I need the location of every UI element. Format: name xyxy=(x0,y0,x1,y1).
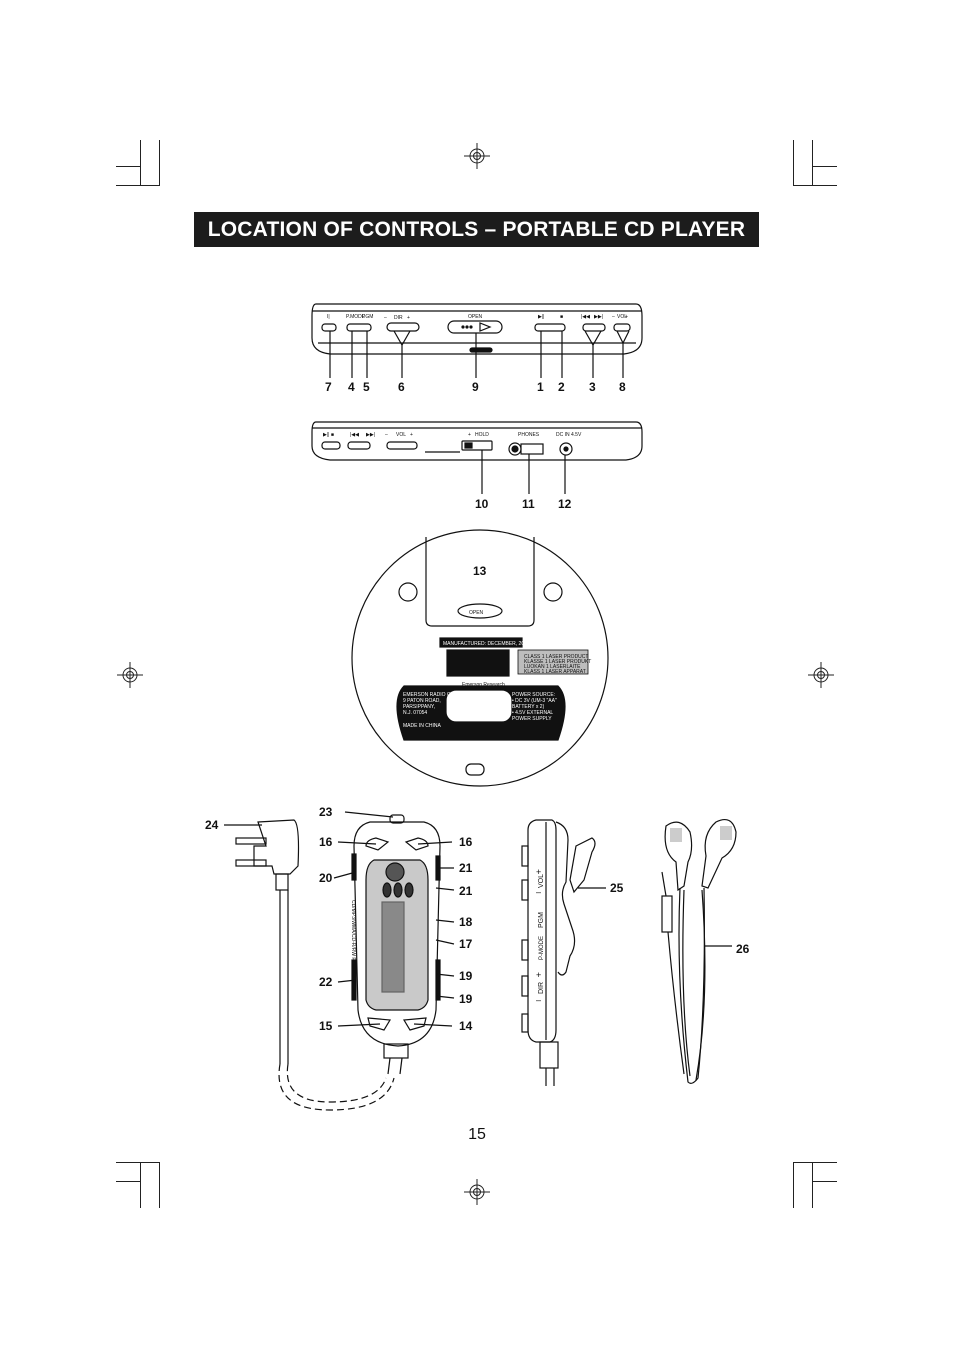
phones-label: PHONES xyxy=(518,432,540,438)
dir-plus-label: + xyxy=(407,315,410,321)
callout-21: 21 xyxy=(459,884,473,898)
skip-back-icon: |◀◀ xyxy=(350,432,359,438)
callout-26: 26 xyxy=(736,942,750,956)
remote-side-text: CD/MP3/WMA/CD-R/RW PLAYBACK xyxy=(350,900,356,984)
registration-mark-icon xyxy=(463,142,491,170)
callout-21: 21 xyxy=(459,861,473,875)
dir-label: DIR xyxy=(394,315,403,321)
skip-forward-icon: ▶▶| xyxy=(594,314,603,320)
dc-in-label: DC IN 4.5V xyxy=(556,432,582,438)
callout-18: 18 xyxy=(459,915,473,929)
callout-19: 19 xyxy=(459,969,473,983)
callout-1: 1 xyxy=(537,380,544,394)
pmode-label: P.MODE xyxy=(346,314,366,320)
callout-23: 23 xyxy=(319,805,333,819)
made-in-label: MADE IN CHINA xyxy=(403,723,441,729)
callout-19: 19 xyxy=(459,992,473,1006)
callout-14: 14 xyxy=(459,1019,473,1033)
laser-label-line: CLASS 1 LASER PRODUCT xyxy=(524,654,588,660)
callout-3: 3 xyxy=(589,380,596,394)
vol-plus-label: + xyxy=(410,432,413,438)
power-source-line: • DC 3V (UM-3 "AA" xyxy=(512,698,557,704)
hold-label: HOLD xyxy=(475,432,489,438)
dir-label: DIR xyxy=(538,982,545,994)
registration-mark-icon xyxy=(116,661,144,689)
pgm-label: PGM xyxy=(538,912,545,928)
laser-label-line: LUOKAN 1 LASERLAITE xyxy=(524,664,581,670)
remote-side-view xyxy=(521,819,606,1086)
dir-plus-label: + xyxy=(536,970,541,980)
power-source-line: BATTERY x 2) xyxy=(512,704,545,710)
open-label: OPEN xyxy=(469,610,484,616)
laser-label-line: KLASS 1 LASER APPARAT xyxy=(524,669,586,675)
power-label: I| xyxy=(327,314,330,320)
skip-back-icon: |◀◀ xyxy=(581,314,590,320)
callout-22: 22 xyxy=(319,975,333,989)
skip-forward-icon: ▶▶| xyxy=(366,432,375,438)
open-label: OPEN xyxy=(468,314,483,320)
vol-minus-label: – xyxy=(612,314,615,320)
callout-8: 8 xyxy=(619,380,626,394)
vol-label: VOL xyxy=(396,432,406,438)
vol-plus-label: + xyxy=(625,314,628,320)
pgm-label: PGM xyxy=(362,314,373,320)
dir-minus-label: – xyxy=(536,995,541,1005)
laser-label-line: KLASSE 1 LASER PRODUKT xyxy=(524,659,591,665)
company-line: 9 PATON ROAD, xyxy=(403,698,441,704)
vol-minus-label: – xyxy=(385,432,388,438)
callout-17: 17 xyxy=(459,937,473,951)
vol-label: VOL xyxy=(617,314,627,320)
callout-13: 13 xyxy=(473,564,487,578)
manufactured-label: MANUFACTURED: DECEMBER, 2004 xyxy=(443,641,530,647)
power-source-line: • 4.5V EXTERNAL xyxy=(512,710,553,716)
registration-mark-icon xyxy=(463,1178,491,1206)
dir-minus-label: – xyxy=(384,315,387,321)
page-number: 15 xyxy=(468,1126,486,1143)
earphones xyxy=(661,819,737,1084)
power-source-line: POWER SUPPLY xyxy=(512,716,552,722)
stop-icon: ■ xyxy=(560,314,563,320)
bottom-view xyxy=(351,529,609,787)
vol-plus-label: + xyxy=(536,867,541,877)
page-title: LOCATION OF CONTROLS – PORTABLE CD PLAYE… xyxy=(194,212,759,247)
registration-mark-icon xyxy=(807,661,835,689)
callout-24: 24 xyxy=(205,818,219,832)
callout-12: 12 xyxy=(558,497,572,511)
play-pause-icon: ▶|| xyxy=(538,314,544,320)
company-line: PARSIPPANY, xyxy=(403,704,435,710)
skip-back-icon: ▶|| ■ xyxy=(323,432,334,438)
callout-6: 6 xyxy=(398,380,405,394)
callout-16: 16 xyxy=(319,835,333,849)
company-line: EMERSON RADIO CORP. xyxy=(403,692,462,698)
callout-4: 4 xyxy=(348,380,355,394)
company-line: N.J. 07054 xyxy=(403,710,427,716)
vol-label: VOL xyxy=(538,874,545,888)
power-source-line: POWER SOURCE: xyxy=(512,692,555,698)
pmode-label: P-MODE xyxy=(539,936,545,960)
callout-10: 10 xyxy=(475,497,489,511)
callout-25: 25 xyxy=(610,881,624,895)
callout-2: 2 xyxy=(558,380,565,394)
callout-5: 5 xyxy=(363,380,370,394)
remote-control xyxy=(224,811,455,1111)
callout-20: 20 xyxy=(319,871,333,885)
hold-label: + xyxy=(468,432,471,438)
brand-logo: Emerson Research xyxy=(462,682,505,688)
side-view xyxy=(311,421,643,494)
callout-7: 7 xyxy=(325,380,332,394)
callout-11: 11 xyxy=(522,497,535,511)
top-view xyxy=(311,303,643,378)
callout-15: 15 xyxy=(319,1019,333,1033)
callout-9: 9 xyxy=(472,380,479,394)
vol-minus-label: – xyxy=(536,887,541,897)
callout-16: 16 xyxy=(459,835,473,849)
